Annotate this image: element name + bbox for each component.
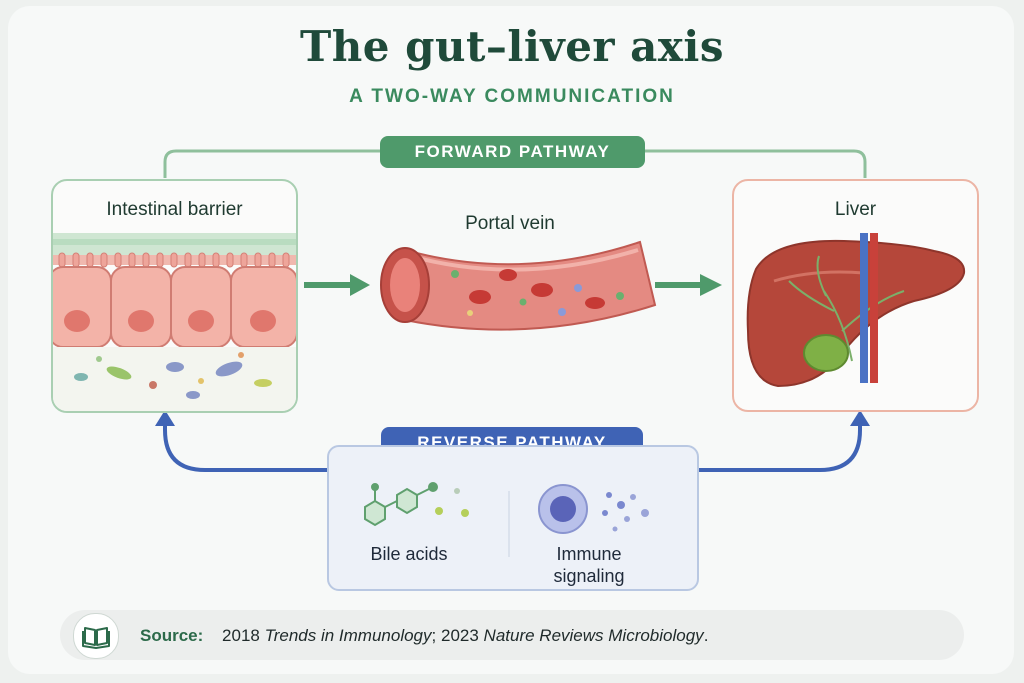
liver-panel: Liver — [732, 179, 979, 412]
source-year-1: 2018 — [222, 626, 260, 645]
reverse-icons — [364, 482, 649, 557]
forward-arrow-2 — [655, 274, 722, 296]
book-icon — [73, 613, 119, 659]
liver-label: Liver — [834, 199, 877, 220]
source-label: Source: — [140, 626, 204, 645]
reverse-arrow-left — [155, 410, 327, 472]
page-title: The gut–liver axis — [299, 22, 725, 71]
molecule-icon — [364, 482, 469, 527]
forward-arrow-1 — [304, 274, 370, 296]
immune-cell-icon — [538, 484, 649, 534]
reverse-arrow-right — [695, 410, 870, 472]
forward-connector — [163, 149, 867, 178]
liver-icon — [746, 233, 966, 388]
intestinal-tissue-icon — [53, 233, 296, 411]
source-journal-1: Trends in Immunology — [264, 626, 432, 645]
immune-signaling-label: Immune signaling — [553, 544, 625, 586]
source-journal-2: Nature Reviews Microbiology — [483, 626, 704, 645]
bile-acids-label: Bile acids — [370, 544, 448, 564]
source-separator: ; — [431, 626, 437, 645]
page-subtitle: A TWO-WAY COMMUNICATION — [349, 86, 675, 107]
source-citation: Source: 2018 Trends in Immunology; 2023 … — [140, 626, 708, 646]
blood-vessel-icon — [380, 240, 657, 331]
intestinal-barrier-label: Intestinal barrier — [106, 199, 243, 220]
intestinal-barrier-panel: Intestinal barrier — [51, 179, 298, 413]
source-bar — [60, 610, 964, 660]
source-end: . — [703, 626, 709, 645]
reverse-pathway-box: Bile acids Immune signaling — [327, 445, 699, 591]
forward-pathway-label: FORWARD PATHWAY — [380, 136, 645, 168]
source-year-2: 2023 — [440, 626, 479, 645]
portal-vein-label: Portal vein — [465, 213, 555, 234]
